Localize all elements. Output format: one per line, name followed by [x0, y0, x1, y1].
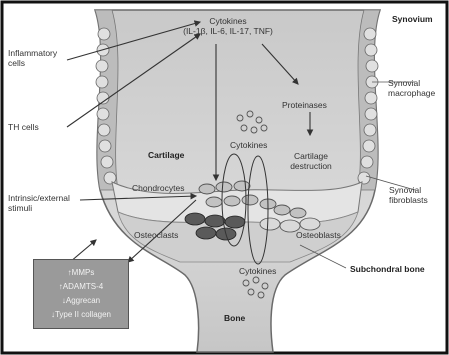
label-cartilage-destruction: Cartilage destruction [278, 151, 344, 171]
label-synovial-fibroblasts: Synovial fibroblasts [389, 185, 428, 205]
label-th-cells: TH cells [8, 122, 39, 132]
info-line-type-ii-collagen: ↓Type II collagen [34, 310, 128, 319]
info-line-mmps: ↑MMPs [34, 268, 128, 277]
marker-info-box: ↑MMPs ↑ADAMTS-4 ↓Aggrecan ↓Type II colla… [33, 259, 129, 329]
label-intrinsic-stimuli: Intrinsic/external stimuli [8, 193, 70, 213]
joint-capsule [95, 10, 380, 352]
label-proteinases: Proteinases [282, 100, 327, 110]
label-subchondral-bone: Subchondral bone [350, 264, 425, 274]
label-chondrocytes: Chondrocytes [132, 183, 184, 193]
info-line-adamts4: ↑ADAMTS-4 [34, 282, 128, 291]
label-synovium: Synovium [392, 14, 433, 24]
label-osteoclasts: Osteoclasts [134, 230, 178, 240]
label-inflammatory-cells: Inflammatory cells [8, 48, 57, 68]
label-cytokines-top: Cytokines (IL-1β, IL-6, IL-17, TNF) [168, 16, 288, 36]
label-cartilage: Cartilage [148, 150, 184, 160]
info-line-aggrecan: ↓Aggrecan [34, 296, 128, 305]
label-cytokines-mid: Cytokines [230, 140, 267, 150]
label-bone: Bone [224, 313, 245, 323]
label-osteoblasts: Osteoblasts [296, 230, 341, 240]
label-cytokines-bottom: Cytokines [239, 266, 276, 276]
label-synovial-macrophage: Synovial macrophage [388, 78, 435, 98]
